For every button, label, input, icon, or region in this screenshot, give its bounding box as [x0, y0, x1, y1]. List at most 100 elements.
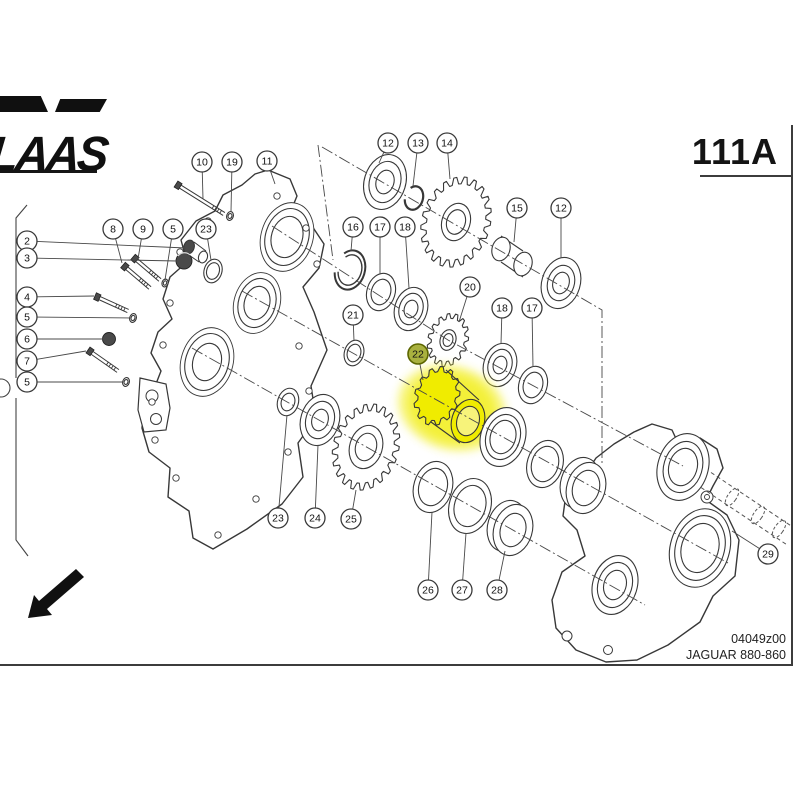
callout-13-16[interactable]: 13 — [407, 132, 429, 187]
bearing-18a — [393, 286, 429, 332]
callout-circle — [102, 218, 124, 240]
leader-line — [419, 363, 424, 381]
callout-22-27[interactable]: 22 — [407, 343, 429, 381]
callout-number: 23 — [272, 513, 284, 525]
callout-circle — [486, 579, 508, 601]
plug-3 — [175, 252, 193, 270]
logo-underline — [0, 170, 97, 173]
leader-line — [115, 238, 123, 264]
callout-number: 26 — [422, 585, 434, 597]
callout-circle — [162, 218, 184, 240]
callout-circle — [16, 328, 38, 350]
leader-line — [378, 151, 385, 164]
washer-17a — [365, 272, 397, 312]
callout-2-0[interactable]: 2 — [16, 230, 187, 252]
leader-line — [230, 171, 233, 213]
model-label: JAGUAR 880-860 — [685, 648, 786, 662]
callout-17-21[interactable]: 17 — [369, 216, 391, 274]
callout-number: 16 — [347, 222, 359, 234]
leader-line — [36, 240, 187, 249]
callout-number: 27 — [456, 585, 468, 597]
callout-circle — [377, 132, 399, 154]
callout-circle — [550, 197, 572, 219]
callout-number: 21 — [347, 310, 359, 322]
leader-line — [352, 324, 355, 342]
leader-line — [412, 152, 418, 187]
callout-14-17[interactable]: 14 — [436, 132, 458, 180]
cutoff-callout — [0, 378, 11, 398]
callout-4-2[interactable]: 4 — [16, 286, 95, 308]
leader-line — [531, 317, 534, 368]
callout-number: 18 — [496, 303, 508, 315]
callout-24-29[interactable]: 24 — [304, 444, 326, 529]
leader-line — [428, 511, 433, 581]
callout-19-13[interactable]: 19 — [221, 151, 243, 213]
callout-12-19[interactable]: 12 — [550, 197, 572, 258]
leader-line — [36, 316, 131, 319]
o-ring-23a — [203, 258, 223, 284]
callout-20-23[interactable]: 20 — [458, 276, 481, 323]
leader-line — [137, 238, 142, 260]
cap-6 — [102, 332, 116, 346]
callout-circle — [506, 197, 528, 219]
leader-line — [447, 152, 451, 180]
callout-number: 5 — [24, 377, 30, 389]
callout-18-24[interactable]: 18 — [491, 297, 513, 345]
callout-number: 17 — [526, 303, 538, 315]
callout-circle — [16, 350, 38, 372]
callout-11-14[interactable]: 11 — [256, 150, 278, 185]
callout-circle — [451, 579, 473, 601]
callout-number: 5 — [170, 224, 176, 236]
callout-12-15[interactable]: 12 — [377, 132, 399, 164]
ring-16 — [333, 249, 367, 291]
callout-number: 28 — [491, 585, 503, 597]
callout-number: 18 — [399, 222, 411, 234]
callout-circle — [369, 216, 391, 238]
callout-6-4[interactable]: 6 — [16, 328, 104, 350]
callout-26-31[interactable]: 26 — [417, 511, 439, 601]
callout-29-34[interactable]: 29 — [731, 530, 779, 565]
callout-circle — [340, 508, 362, 530]
callout-16-20[interactable]: 16 — [342, 216, 364, 252]
page-frame — [0, 125, 793, 666]
gear-14 — [420, 176, 492, 268]
callout-21-26[interactable]: 21 — [342, 304, 364, 342]
callout-number: 23 — [200, 224, 212, 236]
callout-23-28[interactable]: 23 — [267, 414, 289, 529]
callout-circle — [407, 343, 429, 365]
callout-number: 25 — [345, 514, 357, 526]
leader-line — [350, 236, 353, 252]
callout-circle — [459, 276, 481, 298]
callout-18-22[interactable]: 18 — [394, 216, 416, 289]
hidden-shaft-chain — [700, 472, 791, 546]
callout-23-11[interactable]: 23 — [195, 218, 217, 261]
callout-circle — [342, 304, 364, 326]
callout-27-32[interactable]: 27 — [451, 532, 473, 601]
callout-9-9[interactable]: 9 — [132, 218, 154, 260]
callout-7-5[interactable]: 7 — [16, 350, 87, 372]
callout-5-3[interactable]: 5 — [16, 306, 131, 328]
leader-line — [352, 489, 357, 510]
callout-5-10[interactable]: 5 — [162, 218, 184, 281]
callout-number: 11 — [262, 156, 273, 168]
callout-8-8[interactable]: 8 — [102, 218, 124, 264]
callout-number: 9 — [140, 224, 146, 236]
bearing-24 — [299, 393, 341, 447]
callout-28-33[interactable]: 28 — [486, 550, 508, 601]
callout-15-18[interactable]: 15 — [506, 197, 528, 243]
callout-17-25[interactable]: 17 — [521, 297, 543, 368]
ring — [526, 439, 564, 489]
direction-arrow-icon — [28, 569, 84, 618]
callout-3-1[interactable]: 3 — [16, 247, 178, 269]
callout-number: 29 — [762, 549, 774, 561]
ring-21 — [343, 339, 365, 367]
logo-fragment-icon — [0, 96, 48, 112]
leader-line — [314, 444, 319, 509]
logo-fragment-icon — [55, 99, 107, 112]
callout-circle — [394, 216, 416, 238]
callout-10-12[interactable]: 10 — [191, 151, 213, 200]
ring-27 — [448, 477, 492, 535]
callout-5-6[interactable]: 5 — [16, 371, 123, 393]
callout-25-30[interactable]: 25 — [340, 489, 362, 530]
